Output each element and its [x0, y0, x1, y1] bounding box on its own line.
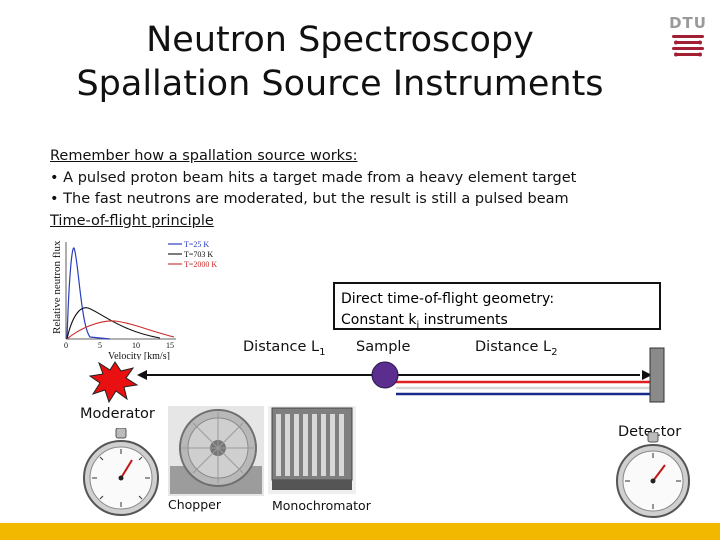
chopper-photo — [168, 406, 264, 496]
monochromator-photo — [268, 406, 356, 494]
box-line-2-suffix: instruments — [419, 312, 508, 328]
box-line-2: Constant ki instruments — [341, 310, 659, 336]
chopper-label: Chopper — [168, 497, 221, 512]
intro-heading: Remember how a spallation source works: — [50, 146, 576, 168]
dtu-logo: DTU — [668, 14, 708, 65]
plot-curve-2000k — [67, 321, 174, 339]
title-line-2: Spallation Source Instruments — [40, 62, 640, 106]
plot-curve-25k — [67, 248, 110, 339]
beam-diagram — [0, 340, 720, 410]
monochromator-label: Monochromator — [272, 498, 371, 513]
plot-ylabel: Relative neutron flux — [51, 240, 63, 334]
box-line-2-prefix: Constant k — [341, 312, 417, 328]
box-line-1: Direct time-of-flight geometry: — [341, 289, 659, 310]
legend-703k: T=703 K — [184, 250, 213, 259]
slide-title: Neutron Spectroscopy Spallation Source I… — [40, 18, 640, 106]
tof-heading: Time-of-flight principle — [50, 211, 576, 233]
arrow-left-icon — [137, 370, 147, 380]
dtu-logo-mark — [668, 32, 708, 60]
stopwatch-right-icon — [612, 432, 694, 520]
dtu-logo-text: DTU — [668, 14, 708, 32]
legend-25k: T=25 K — [184, 240, 209, 249]
bullet-1: • A pulsed proton beam hits a target mad… — [50, 168, 576, 190]
title-line-1: Neutron Spectroscopy — [40, 18, 640, 62]
bullet-2: • The fast neutrons are moderated, but t… — [50, 189, 576, 211]
sample-icon — [372, 362, 398, 388]
stopwatch-left-icon — [80, 428, 162, 518]
bottom-accent-bar — [0, 523, 720, 540]
legend-2000k: T=2000 K — [184, 260, 217, 269]
moderator-label: Moderator — [80, 406, 155, 422]
direct-geometry-box: Direct time-of-flight geometry: Constant… — [333, 282, 661, 330]
detector-icon — [650, 348, 664, 402]
plot-curve-703k — [67, 308, 160, 339]
moderator-burst-icon — [90, 362, 137, 402]
intro-text: Remember how a spallation source works: … — [50, 146, 576, 232]
